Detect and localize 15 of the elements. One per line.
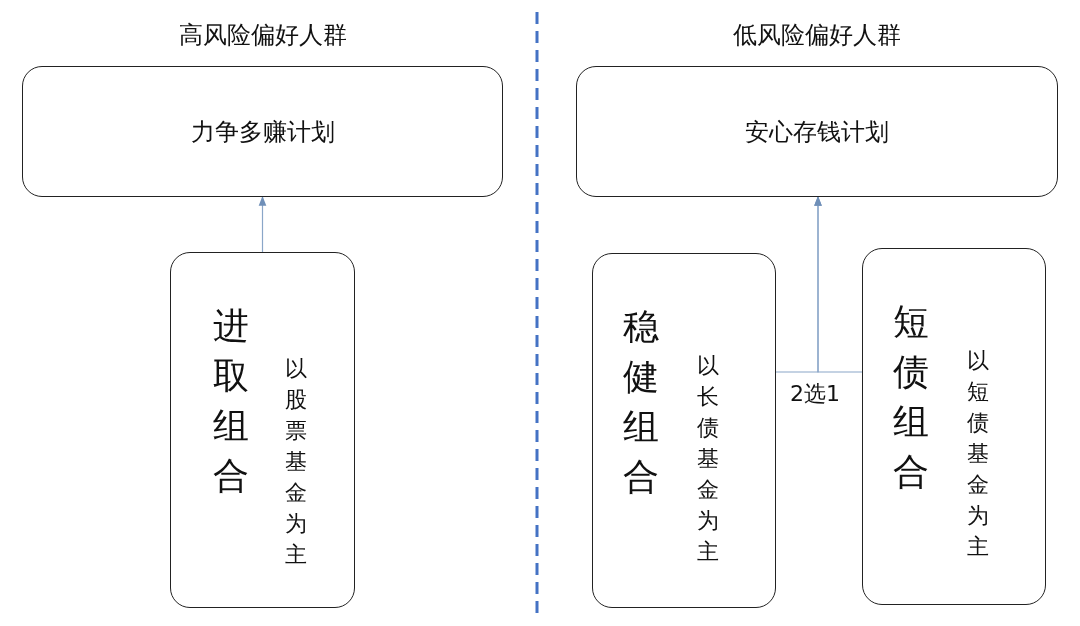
column-heading: 低风险偏好人群 <box>732 20 902 51</box>
portfolio-name: 进取组合 <box>213 304 249 498</box>
portfolio-name: 短债组合 <box>893 300 929 494</box>
arrow <box>814 196 863 373</box>
portfolio-name: 稳健组合 <box>623 305 659 499</box>
portfolio-description: 以长债基金为主 <box>697 352 719 566</box>
plan-name: 力争多赚计划 <box>189 116 336 148</box>
portfolio-box <box>862 248 1046 605</box>
portfolio-box <box>592 253 776 608</box>
portfolio-box <box>170 252 355 608</box>
portfolio-description: 以短债基金为主 <box>967 347 989 561</box>
plan-name: 安心存钱计划 <box>744 116 890 148</box>
column-heading: 高风险偏好人群 <box>177 20 348 51</box>
portfolio-description: 以股票基金为主 <box>285 355 307 569</box>
arrow <box>258 196 267 253</box>
